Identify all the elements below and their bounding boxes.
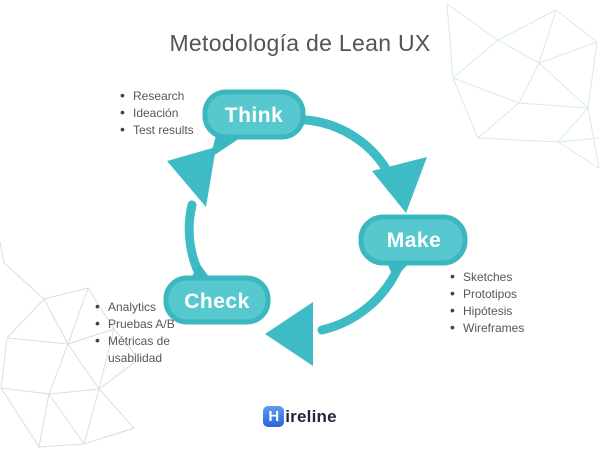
think-bubble: Think bbox=[202, 89, 306, 158]
think-bullet-list: Research Ideación Test results bbox=[120, 87, 210, 139]
arc-make-to-check bbox=[317, 261, 404, 335]
logo-h-badge: H bbox=[263, 406, 285, 427]
list-item: Prototipos bbox=[450, 285, 541, 303]
list-item: Métricas de usabilidad bbox=[95, 332, 186, 367]
check-label: Check bbox=[184, 290, 250, 313]
logo-wordmark: ireline bbox=[285, 406, 337, 426]
make-bubble: Make bbox=[358, 214, 468, 279]
list-item: Analytics bbox=[95, 298, 186, 316]
check-bubble: Check bbox=[163, 263, 271, 325]
list-item: Research bbox=[120, 87, 210, 105]
list-item: Wireframes bbox=[450, 319, 541, 337]
mesh-top-right-decoration bbox=[446, 3, 600, 169]
list-item: Test results bbox=[120, 121, 210, 139]
think-label: Think bbox=[225, 104, 284, 127]
arrowhead-to-make bbox=[372, 157, 427, 213]
list-item: Hipótesis bbox=[450, 302, 541, 320]
arc-think-to-make bbox=[301, 115, 393, 177]
list-item: Pruebas A/B bbox=[95, 315, 186, 333]
arc-check-to-think bbox=[184, 200, 202, 274]
list-item: Sketches bbox=[450, 268, 541, 286]
list-item: Ideación bbox=[120, 104, 210, 122]
arrowhead-to-check bbox=[265, 302, 313, 366]
arrowhead-to-think bbox=[167, 147, 216, 207]
hireline-logo: H ireline bbox=[0, 406, 600, 427]
make-bullet-list: Sketches Prototipos Hipótesis Wireframes bbox=[450, 268, 541, 337]
make-label: Make bbox=[387, 229, 442, 252]
page-title: Metodología de Lean UX bbox=[169, 30, 431, 56]
cycle-arrowheads bbox=[167, 147, 427, 366]
check-bullet-list: Analytics Pruebas A/B Métricas de usabil… bbox=[95, 298, 186, 367]
